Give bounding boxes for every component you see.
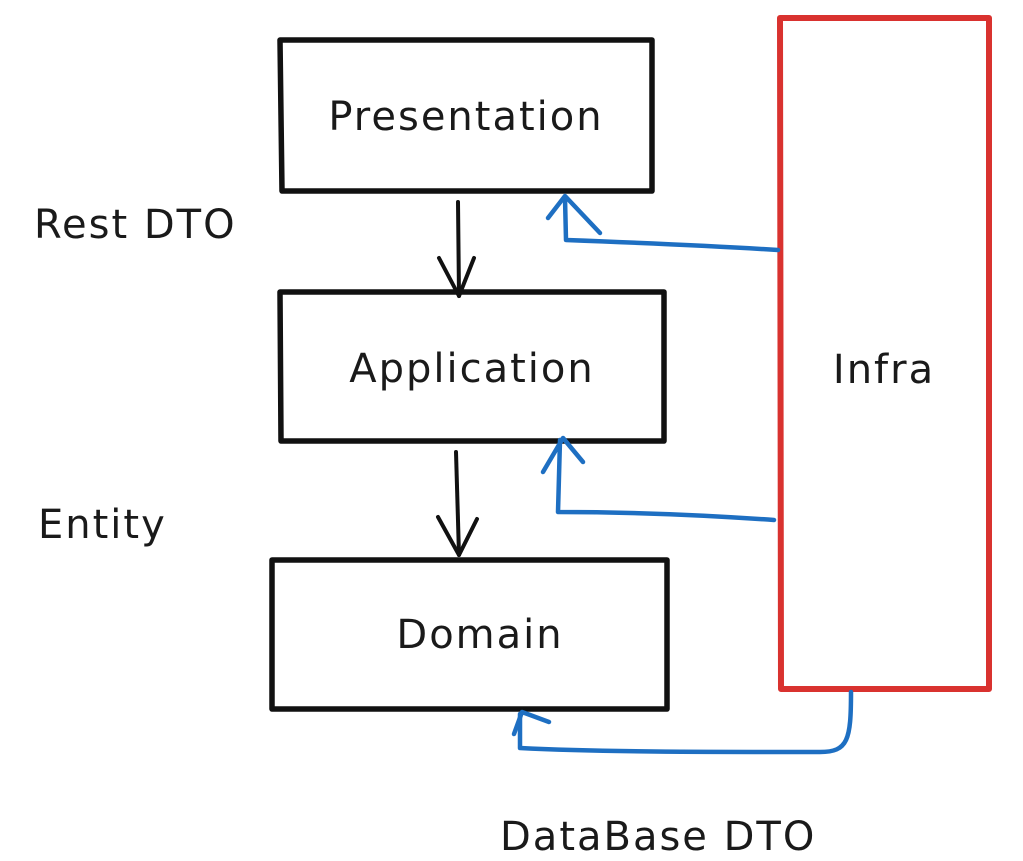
- infra-label: Infra: [833, 347, 935, 393]
- infra-box: [777, 15, 992, 692]
- presentation-label: Presentation: [328, 94, 603, 140]
- application-label: Application: [349, 346, 595, 392]
- infra-to-application-arrow: [540, 435, 777, 523]
- infra-layer: Infra: [777, 15, 992, 692]
- presentation-to-application-arrow: [437, 200, 476, 298]
- application-to-domain-arrow: [436, 450, 479, 557]
- domain-label: Domain: [396, 612, 563, 658]
- domain-box: [269, 557, 670, 712]
- infra-to-presentation-arrow: [545, 193, 781, 253]
- database-dto-label: DataBase DTO: [500, 814, 816, 860]
- infra-to-domain-arrow: [511, 689, 854, 755]
- entity-label: Entity: [38, 502, 167, 548]
- domain-layer: Domain: [269, 557, 670, 712]
- presentation-box: [277, 37, 655, 194]
- application-box: [277, 289, 667, 444]
- presentation-layer: Presentation: [277, 37, 655, 194]
- rest-dto-label: Rest DTO: [34, 202, 237, 248]
- application-layer: Application: [277, 289, 667, 444]
